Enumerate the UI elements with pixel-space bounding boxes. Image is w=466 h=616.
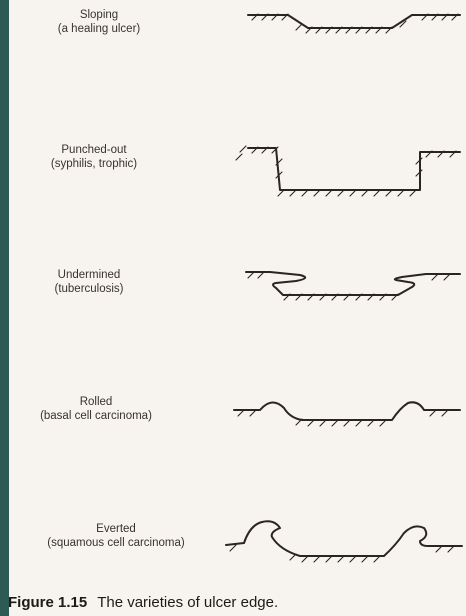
rolled-tissue-hatching	[238, 410, 448, 426]
sloping-edge-profile	[248, 15, 460, 28]
undermined-edge-profile	[246, 272, 460, 295]
sloping-tissue-hatching	[252, 14, 458, 33]
everted-tissue-hatching	[230, 545, 454, 562]
everted-edge-profile	[226, 521, 462, 556]
punched-out-tissue-hatching	[236, 146, 456, 196]
figure-caption: Figure 1.15 The varieties of ulcer edge.	[8, 594, 278, 611]
rolled-edge-profile	[234, 402, 460, 420]
figure-title: The varieties of ulcer edge.	[97, 594, 278, 611]
figure-number: Figure 1.15	[8, 594, 87, 611]
